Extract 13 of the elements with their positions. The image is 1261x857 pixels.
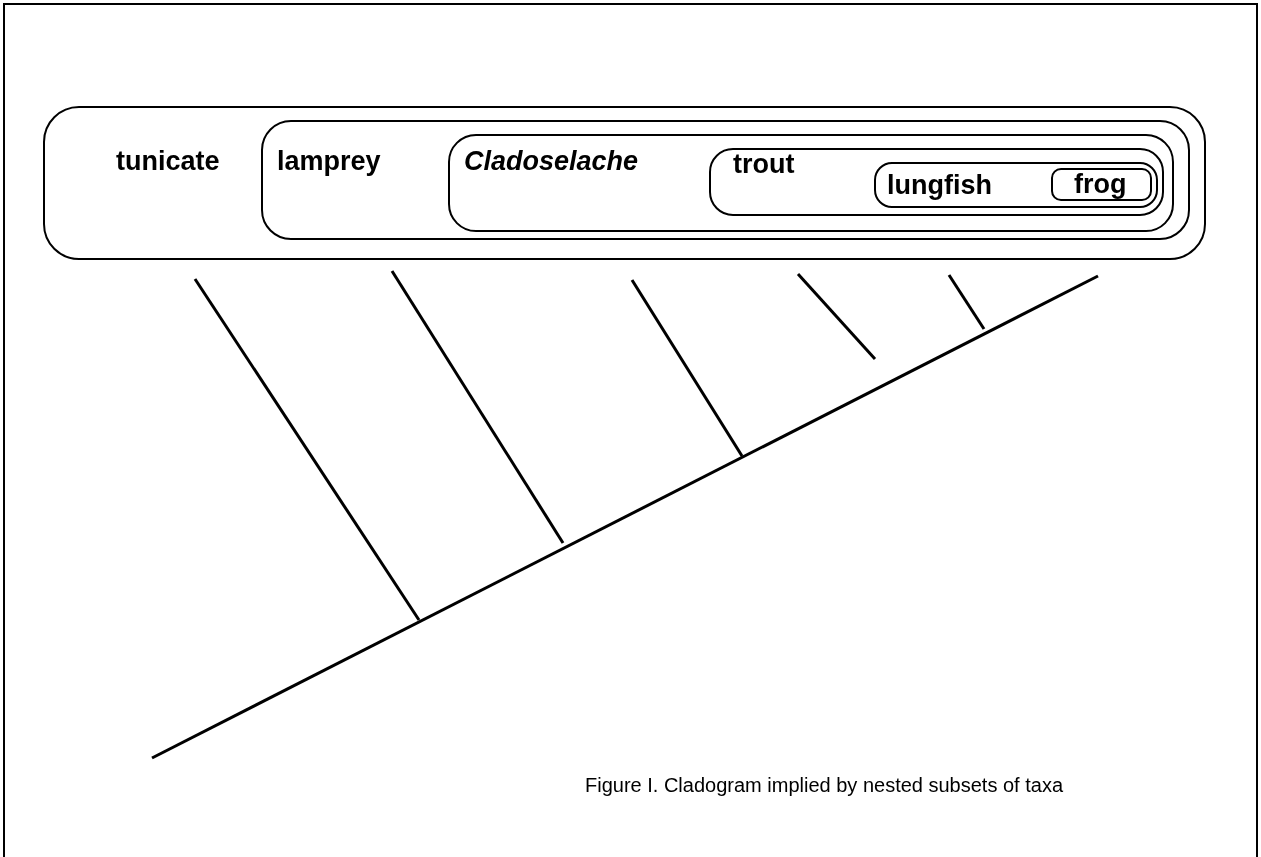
taxon-label: trout <box>733 150 795 178</box>
set-box <box>448 134 1174 232</box>
set-box <box>1051 168 1152 201</box>
set-box <box>261 120 1190 240</box>
taxon-label: lamprey <box>277 147 381 175</box>
taxon-label: lungfish <box>887 171 992 199</box>
taxon-label: Cladoselache <box>464 147 639 175</box>
taxon-label: tunicate <box>116 147 220 175</box>
set-box <box>874 162 1158 208</box>
taxon-label: frog <box>1074 170 1127 198</box>
set-box <box>709 148 1164 216</box>
set-box <box>43 106 1206 260</box>
caption: Figure I. Cladogram implied by nested subsets of taxa <box>585 773 1064 798</box>
